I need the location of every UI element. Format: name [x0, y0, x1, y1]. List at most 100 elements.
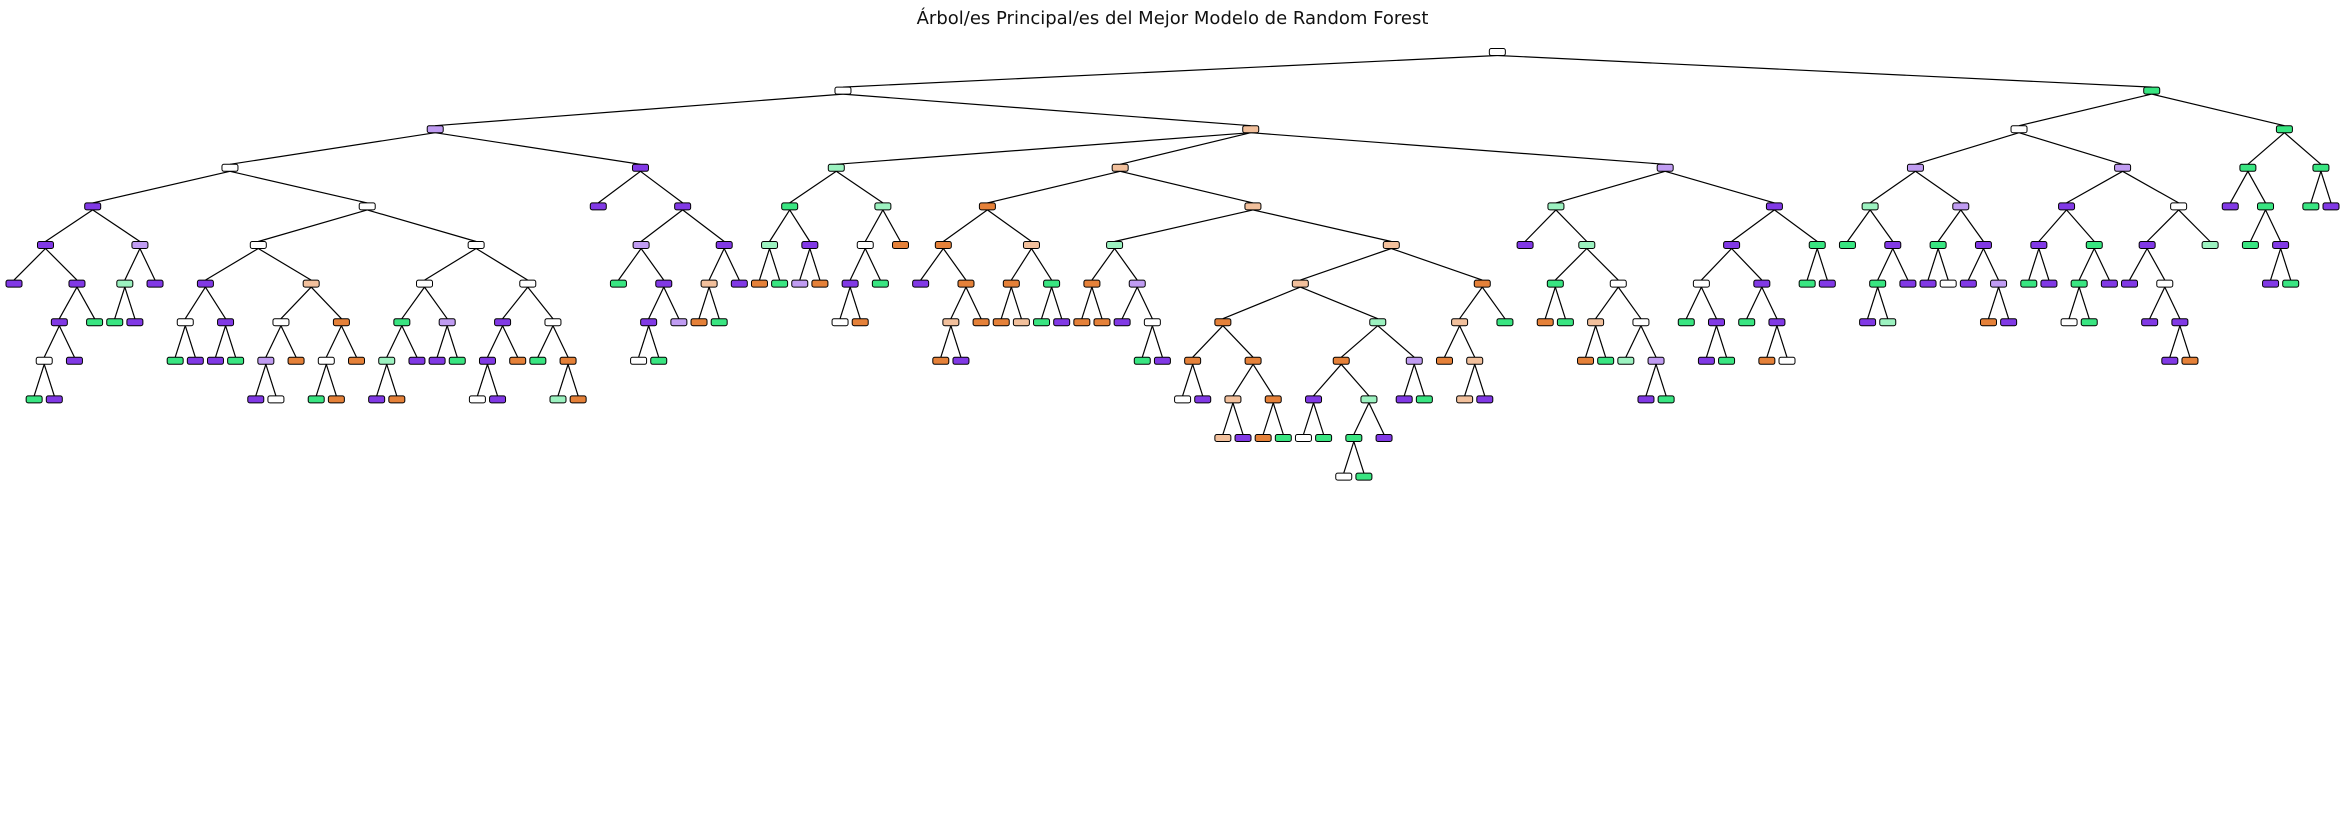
tree-leaf-node: [912, 279, 930, 288]
tree-split-node: [1360, 395, 1378, 404]
tree-edge: [1141, 325, 1153, 358]
tree-edge: [229, 132, 436, 165]
tree-edge: [376, 364, 388, 397]
tree-leaf-node: [25, 395, 43, 404]
tree-edge: [1252, 209, 1392, 243]
tree-split-node: [2010, 125, 2028, 134]
page-title: Árbol/es Principal/es del Mejor Modelo d…: [916, 8, 1429, 29]
tree-split-node: [332, 318, 350, 327]
tree-leaf-node: [589, 202, 607, 211]
tree-split-node: [221, 163, 239, 172]
tree-leaf-node: [1758, 356, 1776, 365]
tree-split-node: [217, 318, 235, 327]
tree-edge: [1877, 248, 1894, 281]
tree-split-node: [874, 202, 892, 211]
tree-edge: [1081, 286, 1093, 319]
tree-leaf-node: [1012, 318, 1030, 327]
tree-leaf-node: [549, 395, 567, 404]
tree-edge: [45, 248, 78, 281]
tree-split-node: [1587, 318, 1605, 327]
tree-edge: [1481, 286, 1506, 320]
tree-split-node: [1974, 241, 1992, 249]
tree-split-node: [544, 318, 562, 327]
tree-edge: [950, 286, 967, 319]
tree-leaf-node: [1697, 356, 1715, 365]
tree-edge: [1555, 209, 1588, 242]
tree-edge: [58, 286, 78, 319]
tree-edge: [2269, 248, 2282, 281]
tree-leaf-node: [650, 356, 668, 365]
tree-edges: [13, 54, 2332, 474]
tree-edge: [1937, 248, 1949, 281]
tree-edge: [124, 248, 141, 281]
tree-split-node: [1861, 202, 1879, 211]
tree-split-node: [761, 241, 779, 249]
tree-leaf-node: [45, 395, 63, 404]
tree-edge: [2068, 286, 2080, 319]
tree-leaf-node: [1214, 434, 1232, 442]
tree-edge: [1182, 364, 1194, 397]
tree-split-node: [674, 202, 692, 211]
tree-leaf-node: [146, 279, 164, 288]
tree-edge: [552, 325, 569, 358]
tree-leaf-node: [1395, 395, 1413, 404]
tree-edge: [942, 248, 967, 281]
tree-edge: [1705, 325, 1718, 358]
tree-edge: [1937, 209, 1962, 242]
tree-leaf-node: [1637, 395, 1655, 404]
tree-split-node: [2272, 241, 2290, 249]
tree-leaf-node: [1133, 356, 1151, 365]
tree-split-node: [438, 318, 456, 327]
tree-edge: [2178, 209, 2211, 242]
tree-leaf-node: [1577, 356, 1595, 365]
tree-edge: [1665, 170, 1775, 204]
tree-edge: [1340, 325, 1379, 358]
tree-split-node: [559, 356, 577, 365]
tree-edge: [92, 170, 231, 204]
tree-edge: [698, 286, 710, 319]
tree-edge: [2280, 248, 2292, 281]
tree-edge: [1715, 325, 1728, 358]
tree-leaf-node: [1738, 318, 1756, 327]
tree-leaf-node: [1556, 318, 1574, 327]
tree-leaf-node: [2020, 279, 2038, 288]
tree-leaf-node: [509, 356, 527, 365]
tree-edge: [1091, 248, 1116, 281]
tree-edge: [1272, 402, 1284, 435]
tree-edge: [2078, 286, 2090, 319]
tree-split-node: [2138, 241, 2156, 249]
tree-edge: [1655, 364, 1667, 397]
tree-split-node: [302, 279, 320, 288]
tree-edge: [58, 325, 75, 358]
tree-split-node: [1143, 318, 1161, 327]
tree-edge: [436, 325, 448, 358]
tree-split-node: [1002, 279, 1020, 288]
tree-edge: [1120, 170, 1254, 204]
tree-edge: [1915, 170, 1962, 204]
tree-edge: [1867, 286, 1879, 319]
tree-edge: [1774, 209, 1818, 242]
tree-leaf-node: [1818, 279, 1836, 288]
tree-split-node: [715, 241, 733, 249]
tree-edge: [617, 248, 642, 281]
tree-split-node: [50, 318, 68, 327]
tree-edge: [1869, 209, 1894, 242]
tree-edge: [769, 209, 791, 242]
tree-leaf-node: [1597, 356, 1615, 365]
tree-edge: [184, 286, 206, 320]
tree-split-node: [1723, 241, 1741, 249]
tree-edge: [1776, 325, 1788, 358]
tree-edge: [2247, 132, 2285, 165]
tree-edge: [1051, 286, 1063, 319]
tree-leaf-node: [2040, 279, 2058, 288]
tree-edge: [1192, 364, 1204, 397]
tree-edge: [849, 286, 861, 319]
tree-edge: [1010, 248, 1032, 281]
tree-leaf-node: [1879, 318, 1897, 327]
tree-edge: [527, 286, 554, 320]
tree-split-node: [1305, 395, 1323, 404]
tree-leaf-node: [5, 279, 23, 288]
tree-edge: [849, 248, 866, 281]
tree-split-node: [378, 356, 396, 365]
